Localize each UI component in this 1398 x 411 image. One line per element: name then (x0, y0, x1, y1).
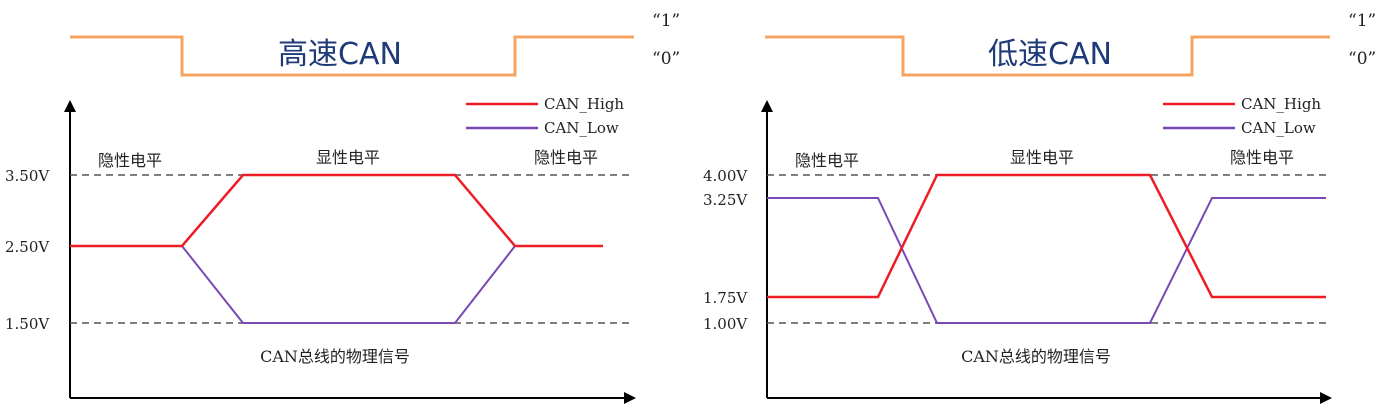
dominant-label: 显性电平 (316, 148, 380, 167)
recessive-label-right: 隐性电平 (534, 148, 598, 167)
legend-label-can-high: CAN_High (544, 95, 624, 113)
can-high-series-line (70, 173, 603, 248)
panel-title: 高速CAN (278, 37, 402, 72)
recessive-label-left: 隐性电平 (98, 151, 162, 170)
diagram-caption: CAN总线的物理信号 (961, 347, 1111, 366)
can-low-series-line (767, 197, 1326, 324)
y-tick-label: 2.50V (5, 238, 50, 256)
y-tick-label: 1.50V (5, 315, 50, 333)
legend-label-can-low: CAN_Low (544, 119, 619, 137)
dominant-label: 显性电平 (1010, 148, 1074, 167)
recessive-label-right: 隐性电平 (1230, 148, 1294, 167)
logic-zero-label: “0” (652, 49, 680, 69)
low-speed-panel: 低速CAN “1” “0” 4.00V 3.25V 1.75V 1.00V 隐性… (703, 11, 1376, 404)
logic-zero-label: “0” (1348, 49, 1376, 69)
panel-title: 低速CAN (988, 37, 1112, 72)
recessive-label-left: 隐性电平 (795, 151, 859, 170)
logic-one-label: “1” (652, 11, 680, 31)
y-tick-label: 3.25V (703, 191, 748, 209)
can-high-series-line (767, 173, 1326, 299)
y-tick-label: 4.00V (703, 167, 748, 185)
y-tick-label: 3.50V (5, 167, 50, 185)
can-low-series-line (70, 245, 603, 324)
legend-label-can-low: CAN_Low (1241, 119, 1316, 137)
logic-waveform (765, 35, 1330, 77)
high-speed-panel: 高速CAN “1” “0” 3.50V 2.50V 1.50V 隐性电平 显性电… (5, 11, 680, 404)
diagram-caption: CAN总线的物理信号 (260, 347, 410, 366)
y-tick-label: 1.00V (703, 315, 748, 333)
y-tick-label: 1.75V (703, 289, 748, 307)
logic-one-label: “1” (1348, 11, 1376, 31)
legend-label-can-high: CAN_High (1241, 95, 1321, 113)
logic-waveform (70, 35, 634, 77)
